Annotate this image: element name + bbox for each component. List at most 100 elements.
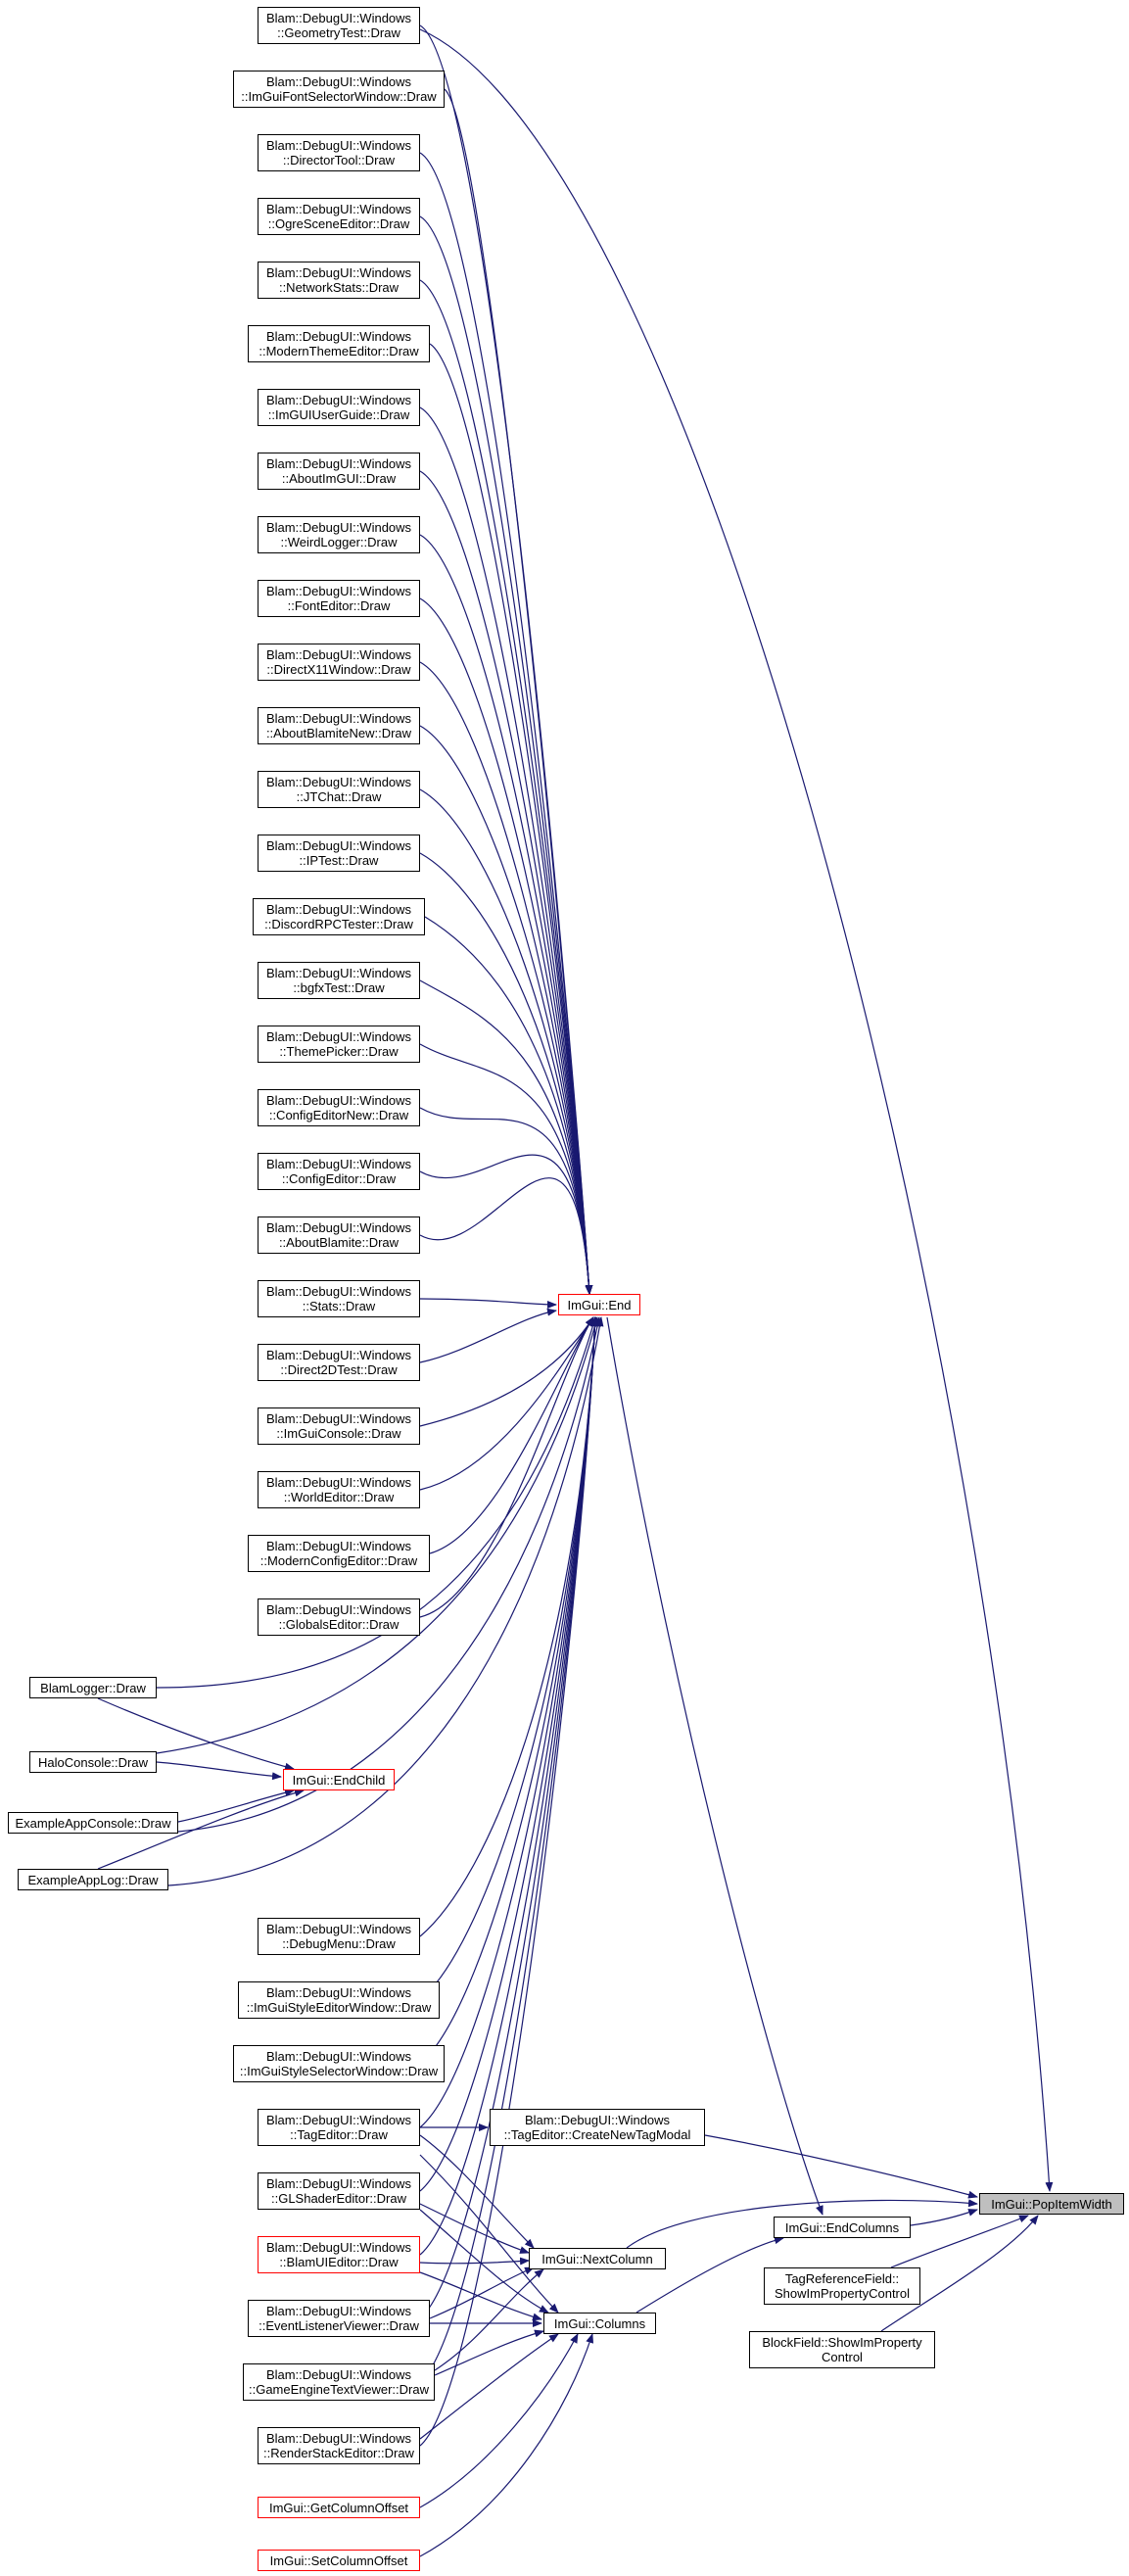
node-about-blamite-new-draw[interactable]: Blam::DebugUI::Windows::AboutBlamiteNew:… xyxy=(258,707,420,744)
edge-to-end-17 xyxy=(419,1043,593,1295)
node-game-engine-text-viewer-draw[interactable]: Blam::DebugUI::Windows::GameEngineTextVi… xyxy=(243,2363,435,2401)
node-event-listener-viewer-draw[interactable]: Blam::DebugUI::Windows::EventListenerVie… xyxy=(248,2300,430,2337)
edge-to-end-10 xyxy=(419,597,593,1295)
node-modern-config-editor-draw[interactable]: Blam::DebugUI::Windows::ModernConfigEdit… xyxy=(248,1535,430,1572)
node-imgui-user-guide-draw[interactable]: Blam::DebugUI::Windows::ImGUIUserGuide::… xyxy=(258,389,420,426)
edge-gametext-columns xyxy=(434,2329,544,2376)
edge-to-end-8 xyxy=(419,470,593,1295)
edge-to-end-18 xyxy=(419,1107,593,1295)
edges xyxy=(97,24,1054,2557)
edge-haloconsole-end xyxy=(156,1316,599,1754)
edge-blamlogger-endchild xyxy=(97,1697,295,1771)
node-directx11-window-draw[interactable]: Blam::DebugUI::Windows::DirectX11Window:… xyxy=(258,644,420,681)
edge-to-end-16 xyxy=(419,979,593,1295)
edge-blamui-columns xyxy=(419,2271,542,2321)
edge-to-end-21 xyxy=(419,1298,557,1309)
edge-nextcolumn-popitemwidth xyxy=(626,2199,978,2249)
edge-tageditor-columns xyxy=(419,2154,559,2314)
edge-setcoloffset-columns xyxy=(419,2333,594,2557)
edge-lower-end-9 xyxy=(419,1316,599,2447)
edge-glshader-nextcolumn xyxy=(419,2203,530,2254)
node-get-column-offset[interactable]: ImGui::GetColumnOffset xyxy=(258,2497,420,2518)
node-imgui-console-draw[interactable]: Blam::DebugUI::Windows::ImGuiConsole::Dr… xyxy=(258,1407,420,1445)
node-stats-draw[interactable]: Blam::DebugUI::Windows::Stats::Draw xyxy=(258,1280,420,1317)
node-theme-picker-draw[interactable]: Blam::DebugUI::Windows::ThemePicker::Dra… xyxy=(258,1026,420,1063)
node-weird-logger-draw[interactable]: Blam::DebugUI::Windows::WeirdLogger::Dra… xyxy=(258,516,420,553)
node-imgui-next-column[interactable]: ImGui::NextColumn xyxy=(529,2248,666,2269)
edge-columns-endcolumns xyxy=(635,2236,784,2314)
node-example-app-console-draw[interactable]: ExampleAppConsole::Draw xyxy=(8,1812,178,1834)
edge-to-end-20 xyxy=(419,1177,593,1295)
node-ogre-scene-editor-draw[interactable]: Blam::DebugUI::Windows::OgreSceneEditor:… xyxy=(258,198,420,235)
node-example-app-log-draw[interactable]: ExampleAppLog::Draw xyxy=(18,1869,168,1890)
node-tag-editor-draw[interactable]: Blam::DebugUI::Windows::TagEditor::Draw xyxy=(258,2109,420,2146)
node-about-blamite-draw[interactable]: Blam::DebugUI::Windows::AboutBlamite::Dr… xyxy=(258,1216,420,1254)
node-imgui-end-columns[interactable]: ImGui::EndColumns xyxy=(774,2217,911,2238)
node-world-editor-draw[interactable]: Blam::DebugUI::Windows::WorldEditor::Dra… xyxy=(258,1471,420,1508)
edge-end-endcolumns xyxy=(606,1316,823,2216)
node-geometry-test-draw[interactable]: Blam::DebugUI::Windows::GeometryTest::Dr… xyxy=(258,7,420,44)
edge-to-end-1 xyxy=(419,24,593,1295)
edge-blamui-nextcolumn xyxy=(419,2257,530,2266)
node-imgui-style-selector-window-draw[interactable]: Blam::DebugUI::Windows::ImGuiStyleSelect… xyxy=(233,2045,445,2082)
node-direct2d-test-draw[interactable]: Blam::DebugUI::Windows::Direct2DTest::Dr… xyxy=(258,1344,420,1381)
edge-to-end-3 xyxy=(419,152,593,1295)
edge-glshader-columns xyxy=(419,2209,549,2314)
node-director-tool-draw[interactable]: Blam::DebugUI::Windows::DirectorTool::Dr… xyxy=(258,134,420,171)
node-font-editor-draw[interactable]: Blam::DebugUI::Windows::FontEditor::Draw xyxy=(258,580,420,617)
node-modern-theme-editor-draw[interactable]: Blam::DebugUI::Windows::ModernThemeEdito… xyxy=(248,325,430,362)
node-debug-menu-draw[interactable]: Blam::DebugUI::Windows::DebugMenu::Draw xyxy=(258,1918,420,1955)
node-imgui-font-selector-window-draw[interactable]: Blam::DebugUI::Windows::ImGuiFontSelecto… xyxy=(233,71,445,108)
edge-haloconsole-endchild xyxy=(156,1761,282,1781)
node-about-imgui-draw[interactable]: Blam::DebugUI::Windows::AboutImGUI::Draw xyxy=(258,453,420,490)
edge-to-end-25 xyxy=(429,1316,594,1554)
node-iptest-draw[interactable]: Blam::DebugUI::Windows::IPTest::Draw xyxy=(258,835,420,872)
node-config-editor-new-draw[interactable]: Blam::DebugUI::Windows::ConfigEditorNew:… xyxy=(258,1089,420,1126)
edge-createnewtag-popitemwidth xyxy=(704,2134,978,2199)
node-imgui-pop-item-width[interactable]: ImGui::PopItemWidth xyxy=(979,2193,1124,2215)
node-network-stats-draw[interactable]: Blam::DebugUI::Windows::NetworkStats::Dr… xyxy=(258,262,420,299)
node-jtchat-draw[interactable]: Blam::DebugUI::Windows::JTChat::Draw xyxy=(258,771,420,808)
edge-getcoloffset-columns xyxy=(419,2333,579,2508)
edge-gametext-nextcolumn xyxy=(434,2268,544,2371)
edge-lower-end-2 xyxy=(419,1316,599,2001)
edge-lower-end-5 xyxy=(419,1316,599,2192)
node-halo-console-draw[interactable]: HaloConsole::Draw xyxy=(29,1751,157,1773)
edge-exappconsole-end xyxy=(177,1316,602,1833)
edge-lower-end-4 xyxy=(419,1316,599,2128)
node-tag-reference-field-show-im-property-control[interactable]: TagReferenceField::ShowImPropertyControl xyxy=(764,2267,920,2305)
node-gl-shader-editor-draw[interactable]: Blam::DebugUI::Windows::GLShaderEditor::… xyxy=(258,2172,420,2210)
edge-to-end-19 xyxy=(419,1154,593,1295)
node-imgui-end-child[interactable]: ImGui::EndChild xyxy=(283,1769,395,1790)
node-imgui-style-editor-window-draw[interactable]: Blam::DebugUI::Windows::ImGuiStyleEditor… xyxy=(238,1981,440,2019)
node-discord-rpc-tester-draw[interactable]: Blam::DebugUI::Windows::DiscordRPCTester… xyxy=(253,898,425,935)
edge-tageditor-nextcolumn xyxy=(419,2134,535,2249)
edge-exappconsole-endchild xyxy=(177,1789,295,1823)
edge-geometry-popitemwidth xyxy=(419,28,1054,2192)
edge-to-end-22 xyxy=(419,1308,557,1363)
node-create-new-tag-modal[interactable]: Blam::DebugUI::Windows::TagEditor::Creat… xyxy=(490,2109,705,2146)
edge-to-end-24 xyxy=(419,1316,594,1491)
node-bgfx-test-draw[interactable]: Blam::DebugUI::Windows::bgfxTest::Draw xyxy=(258,962,420,999)
edge-to-end-26 xyxy=(419,1316,594,1618)
node-blam-logger-draw[interactable]: BlamLogger::Draw xyxy=(29,1677,157,1698)
node-render-stack-editor-draw[interactable]: Blam::DebugUI::Windows::RenderStackEdito… xyxy=(258,2427,420,2464)
node-blam-ui-editor-draw[interactable]: Blam::DebugUI::Windows::BlamUIEditor::Dr… xyxy=(258,2236,420,2273)
node-config-editor-draw[interactable]: Blam::DebugUI::Windows::ConfigEditor::Dr… xyxy=(258,1153,420,1190)
node-globals-editor-draw[interactable]: Blam::DebugUI::Windows::GlobalsEditor::D… xyxy=(258,1598,420,1636)
edge-blockfield-popitemwidth xyxy=(880,2215,1039,2332)
edge-exapplog-endchild xyxy=(97,1789,305,1870)
edge-lower-end-7 xyxy=(419,1316,599,2319)
edge-tagref-popitemwidth xyxy=(890,2215,1029,2268)
edge-renderstack-columns xyxy=(419,2333,559,2440)
node-imgui-columns[interactable]: ImGui::Columns xyxy=(543,2313,656,2334)
node-imgui-end[interactable]: ImGui::End xyxy=(558,1294,640,1315)
edge-to-end-15 xyxy=(424,916,593,1295)
node-set-column-offset[interactable]: ImGui::SetColumnOffset xyxy=(258,2550,420,2571)
edge-to-end-23 xyxy=(419,1316,594,1427)
edge-exapplog-end xyxy=(167,1316,604,1886)
edge-endcolumns-popitemwidth xyxy=(910,2209,978,2226)
edge-to-end-6 xyxy=(429,343,593,1295)
